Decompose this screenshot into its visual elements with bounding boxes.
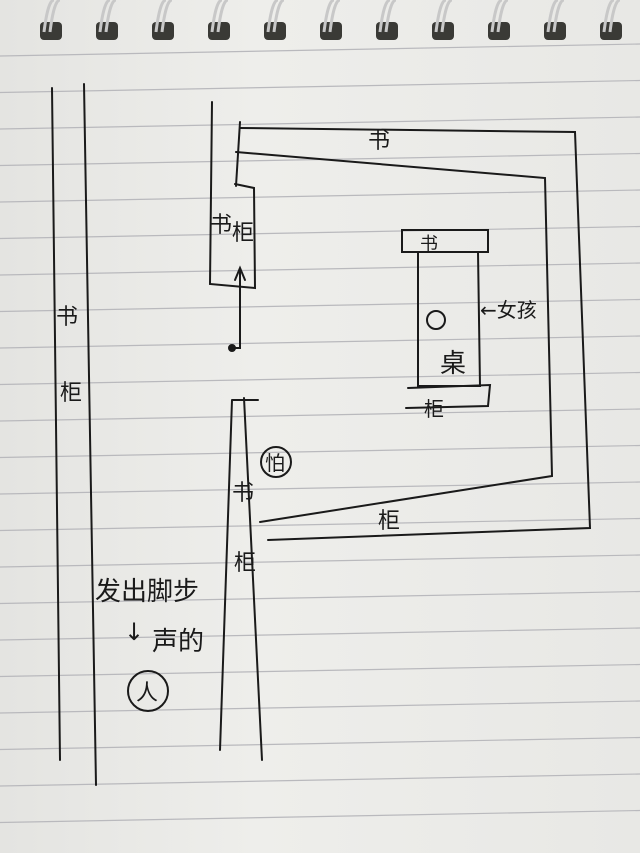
left-bookshelf — [51, 83, 97, 786]
ruled-line — [0, 809, 640, 824]
middle-shelf-char-1: 书 — [232, 481, 254, 506]
ruled-line — [0, 700, 640, 714]
spiral-ring — [154, 0, 173, 33]
person-ring — [127, 670, 169, 712]
spiral-ring — [434, 0, 453, 33]
circled-char: 怕 — [265, 451, 285, 475]
ruled-line — [0, 298, 640, 313]
spiral-ring — [602, 0, 621, 33]
ruled-line — [0, 225, 640, 240]
ruled-line — [0, 79, 640, 94]
footsteps-arrow: ↓ — [124, 618, 144, 646]
spiral-ring — [266, 0, 285, 33]
girl-label: ←女孩 — [480, 298, 537, 322]
footsteps-line-2: 声的 — [152, 627, 204, 657]
spiral-ring — [42, 0, 61, 33]
desk-top-label: 书 — [420, 234, 438, 255]
person-char: 人 — [136, 681, 158, 706]
ruled-line — [0, 663, 640, 678]
small-shelf-char-1: 书 — [210, 213, 232, 238]
ruled-line — [0, 371, 640, 386]
top-shelf-char: 书 — [368, 129, 390, 154]
ruled-line — [0, 773, 640, 787]
desk-bottom-label: 柜 — [424, 397, 444, 421]
ruled-line — [0, 590, 640, 605]
ruled-line — [0, 408, 640, 422]
ruled-line — [0, 335, 640, 349]
right-shelf-bottom-char: 柜 — [378, 509, 400, 534]
small-bookshelf — [208, 101, 257, 290]
desk-label: 桌 — [440, 349, 466, 379]
circled-char-ring — [260, 446, 292, 478]
ruled-line — [0, 517, 640, 532]
left-shelf-char-1: 书 — [56, 305, 78, 330]
middle-bookshelf — [219, 397, 263, 761]
spiral-ring — [98, 0, 117, 33]
middle-shelf-char-2: 柜 — [234, 551, 256, 576]
girl-marker — [426, 310, 446, 330]
spiral-ring — [490, 0, 509, 33]
desk-top-shelf — [401, 229, 489, 253]
spiral-ring — [210, 0, 229, 33]
ruled-line — [0, 43, 640, 57]
spiral-ring — [546, 0, 565, 33]
spiral-ring — [322, 0, 341, 33]
ruled-line — [0, 444, 640, 459]
left-shelf-char-2: 柜 — [60, 381, 82, 406]
spiral-binding — [40, 0, 622, 40]
small-shelf-char-2: 柜 — [232, 221, 254, 246]
ruled-line — [0, 262, 640, 276]
ruled-line — [0, 554, 640, 568]
desk-bottom-shelf — [405, 383, 492, 409]
ruled-line — [0, 736, 640, 751]
top-right-bookshelf — [235, 127, 592, 541]
ruled-line — [0, 627, 640, 641]
ruled-lines — [0, 43, 640, 824]
footsteps-line-1: 发出脚步 — [95, 577, 199, 607]
ruled-line — [0, 189, 640, 203]
ruled-line — [0, 116, 640, 130]
ruled-line — [0, 481, 640, 495]
path-arrow-up — [231, 265, 246, 349]
spiral-ring — [378, 0, 397, 33]
